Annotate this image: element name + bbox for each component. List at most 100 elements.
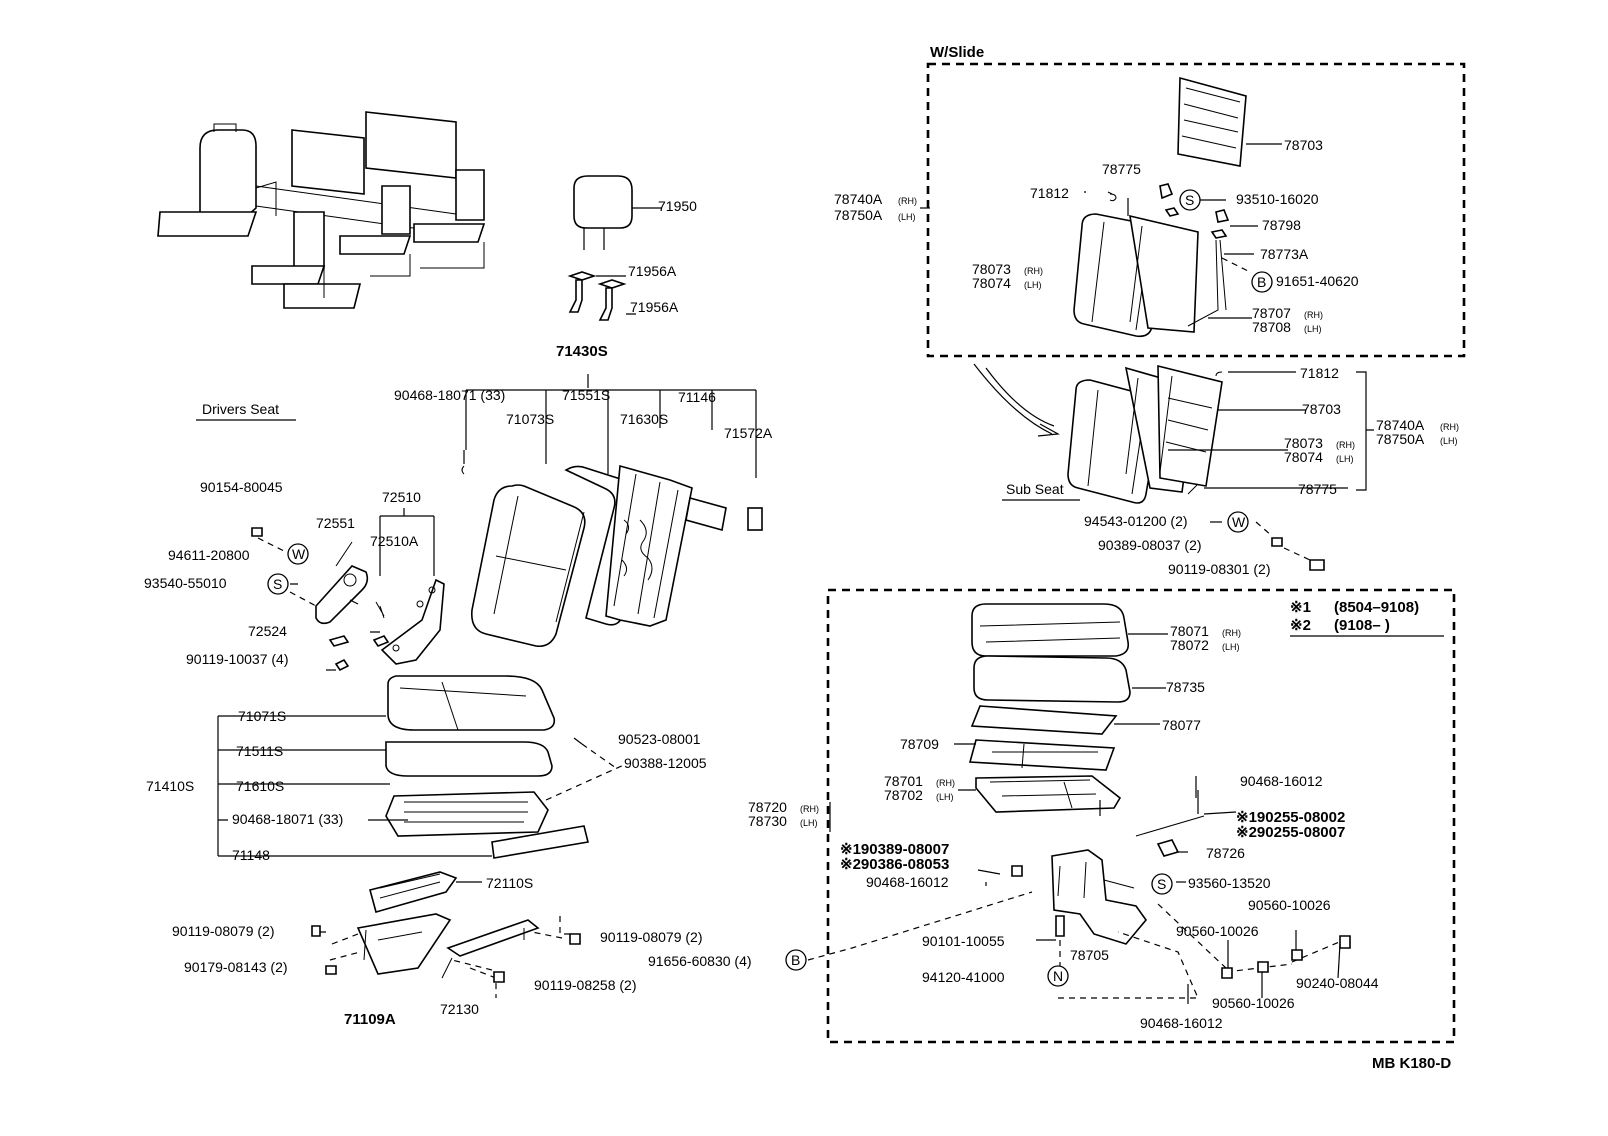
part-label: 72510: [382, 489, 421, 505]
part-label: 78726: [1206, 845, 1245, 861]
part-label: 90468-18071 (33): [232, 811, 343, 827]
svg-text:S: S: [1185, 192, 1194, 208]
part-label: 78073: [972, 261, 1011, 277]
seat-cushion-assembly: [217, 675, 627, 859]
part-label: 78740A: [834, 191, 883, 207]
svg-text:(LH): (LH): [1440, 436, 1458, 446]
drivers-seat-label: Drivers Seat: [202, 401, 279, 417]
part-label: 94120-41000: [922, 969, 1005, 985]
part-label: 90560-10026: [1212, 995, 1295, 1011]
model-code: MB K180-D: [1372, 1055, 1451, 1072]
svg-text:(LH): (LH): [936, 792, 954, 802]
part-label: 90154-80045: [200, 479, 283, 495]
svg-text:(LH): (LH): [1222, 642, 1240, 652]
part-label: 72130: [440, 1001, 479, 1017]
part-label: 78798: [1262, 217, 1301, 233]
part-label: 90240-08044: [1296, 975, 1379, 991]
part-label: 94543-01200 (2): [1084, 513, 1188, 529]
part-label: 78775: [1102, 161, 1141, 177]
part-label: 78730: [748, 813, 787, 829]
part-label: 71071S: [238, 708, 286, 724]
part-label: 72551: [316, 515, 355, 531]
part-label: 78072: [1170, 637, 1209, 653]
w-slide-box: [920, 62, 1466, 358]
part-label: 90560-10026: [1248, 897, 1331, 913]
svg-text:(RH): (RH): [1440, 422, 1459, 432]
part-label: 72524: [248, 623, 287, 639]
circle-w-1: W: [287, 543, 309, 565]
part-labels: 71950 71956A 71956A 71430S 90468-18071 (…: [144, 137, 1459, 1031]
seat-layout-illustration: [157, 111, 486, 309]
part-label: ※290255-08007: [1236, 824, 1345, 841]
part-label: 90119-08079 (2): [172, 923, 274, 939]
part-label: 90101-10055: [922, 933, 1005, 949]
part-label: 71950: [658, 198, 697, 214]
part-label: 71410S: [146, 778, 194, 794]
part-label: 71956A: [628, 263, 677, 279]
part-label: 78735: [1166, 679, 1205, 695]
part-label: 91651-40620: [1276, 273, 1359, 289]
part-label: 71956A: [630, 299, 679, 315]
part-label: 90468-18071 (33): [394, 387, 505, 403]
svg-text:(RH): (RH): [898, 196, 917, 206]
svg-text:B: B: [791, 952, 800, 968]
seat-adjuster-assembly: [311, 871, 1033, 998]
part-label: 90389-08037 (2): [1098, 537, 1202, 553]
part-label: 94611-20800: [168, 547, 250, 563]
svg-text:S: S: [273, 576, 282, 592]
part-label: 71812: [1030, 185, 1069, 201]
seat-back-assembly: [461, 374, 763, 648]
note-2-mark: ※2: [1290, 617, 1311, 634]
part-label: 90119-10037 (4): [186, 651, 288, 667]
svg-text:(RH): (RH): [936, 778, 955, 788]
circle-b-2: B: [1251, 271, 1273, 293]
part-label: 91656-60830 (4): [648, 953, 752, 969]
part-label: 78708: [1252, 319, 1291, 335]
part-label: 78071: [1170, 623, 1209, 639]
part-label: 90119-08301 (2): [1168, 561, 1270, 577]
part-label: 93560-13520: [1188, 875, 1271, 891]
part-label: 90560-10026: [1176, 923, 1259, 939]
part-label: 90119-08079 (2): [600, 929, 702, 945]
part-label: 71812: [1300, 365, 1339, 381]
circle-s-3: S: [1151, 873, 1173, 895]
svg-text:(RH): (RH): [1336, 440, 1355, 450]
svg-text:W: W: [1232, 514, 1246, 530]
part-label: 71109A: [344, 1011, 396, 1028]
w-slide-label: W/Slide: [930, 44, 984, 61]
part-label: 78701: [884, 773, 923, 789]
section-labels: W/Slide Drivers Seat Sub Seat MB K180-D …: [196, 44, 1451, 1072]
svg-text:S: S: [1157, 876, 1166, 892]
part-label: 90468-16012: [866, 874, 949, 890]
part-label: ※290386-08053: [840, 856, 949, 873]
note-2-range: (9108– ): [1334, 617, 1390, 634]
part-label: 78720: [748, 799, 787, 815]
part-label: 90468-16012: [1140, 1015, 1223, 1031]
note-1-mark: ※1: [1290, 599, 1311, 616]
part-label: 71511S: [236, 743, 283, 759]
part-label: 78775: [1298, 481, 1337, 497]
part-label: ※190389-08007: [840, 841, 949, 858]
part-label: 90468-16012: [1240, 773, 1323, 789]
part-label: 90523-08001: [618, 731, 701, 747]
circle-b-1: B: [785, 949, 807, 971]
svg-text:(LH): (LH): [898, 212, 916, 222]
circle-s-1: S: [267, 573, 289, 595]
svg-text:W: W: [292, 546, 306, 562]
headrest-71950: [573, 175, 662, 250]
headrest-support-71956A: [567, 271, 636, 321]
part-label: 93510-16020: [1236, 191, 1319, 207]
svg-text:(LH): (LH): [1336, 454, 1354, 464]
part-label: 71630S: [620, 411, 668, 427]
part-label: 93540-55010: [144, 575, 227, 591]
part-label: 90119-08258 (2): [534, 977, 636, 993]
svg-text:B: B: [1257, 274, 1266, 290]
part-label: 71430S: [556, 343, 608, 360]
part-label: 78077: [1162, 717, 1201, 733]
part-label: 71572A: [724, 425, 773, 441]
note-1-range: (8504–9108): [1334, 599, 1419, 616]
part-label: 78074: [1284, 449, 1323, 465]
part-label: 72110S: [486, 875, 533, 891]
svg-text:(LH): (LH): [1024, 280, 1042, 290]
